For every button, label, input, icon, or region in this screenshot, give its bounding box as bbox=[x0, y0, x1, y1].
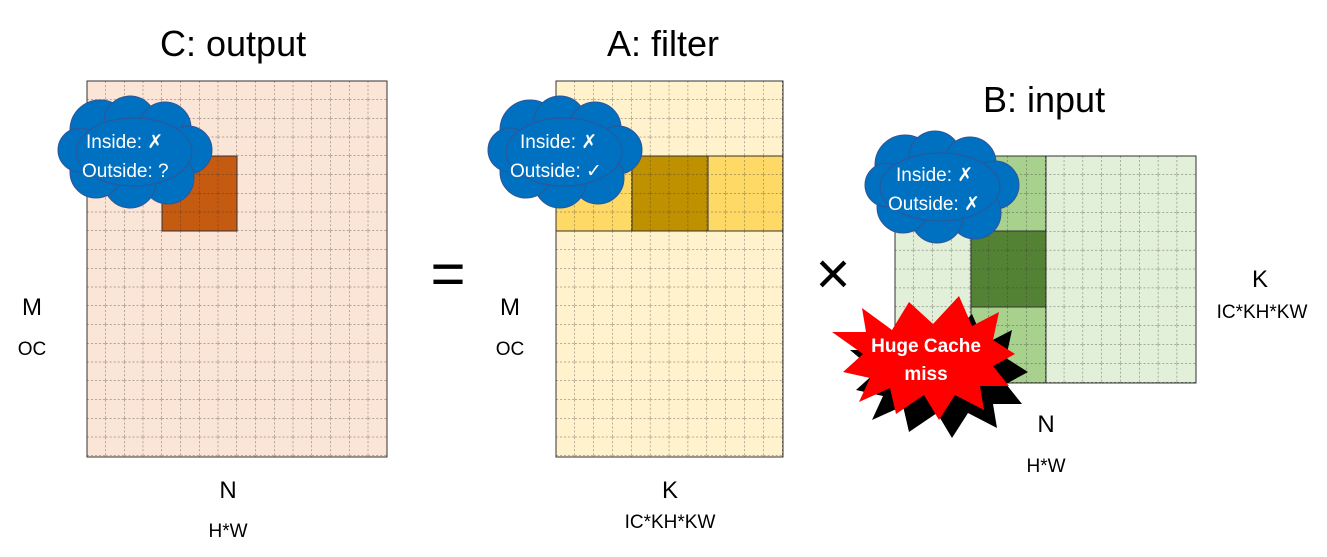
output-matrix-border bbox=[86, 80, 388, 458]
cache-miss-burst: Huge Cache miss bbox=[832, 296, 1028, 438]
filter-cols-label: K bbox=[661, 477, 678, 504]
filter-rows-label: M bbox=[500, 294, 520, 321]
input-rows-sublabel: IC*KH*KW bbox=[1216, 302, 1308, 323]
output-cloud-callout: Inside: ✗ Outside: ? bbox=[57, 95, 213, 209]
filter-cloud-shape bbox=[487, 95, 643, 209]
cache-miss-text-line1: Huge Cache bbox=[871, 336, 981, 357]
filter-cols-sublabel: IC*KH*KW bbox=[624, 512, 716, 533]
filter-cloud-outside-text: Outside: ✓ bbox=[510, 161, 602, 182]
output-rows-label: M bbox=[22, 294, 42, 321]
times-sign: × bbox=[815, 240, 851, 307]
filter-cloud-callout: Inside: ✗ Outside: ✓ bbox=[487, 95, 643, 209]
output-cloud-outside-text: Outside: ? bbox=[82, 161, 169, 182]
filter-rows-sublabel: OC bbox=[495, 339, 525, 360]
input-band-border bbox=[970, 155, 1047, 384]
output-cloud-inside-text: Inside: ✗ bbox=[86, 132, 163, 153]
input-cloud-callout: Inside: ✗ Outside: ✗ bbox=[864, 130, 1020, 244]
equals-sign: = bbox=[430, 240, 466, 307]
output-matrix-title: C: output bbox=[160, 23, 307, 64]
filter-matrix-title: A: filter bbox=[607, 23, 720, 64]
input-cloud-shape bbox=[864, 130, 1020, 244]
output-cols-sublabel: H*W bbox=[208, 521, 248, 542]
input-rows-label: K bbox=[1251, 266, 1268, 293]
input-cloud-outside-text: Outside: ✗ bbox=[888, 194, 980, 215]
input-cols-label: N bbox=[1037, 411, 1055, 438]
output-cloud-shape bbox=[57, 95, 213, 209]
filter-matrix-border bbox=[555, 80, 784, 458]
filter-cloud-inside-text: Inside: ✗ bbox=[520, 132, 597, 153]
input-matrix-title: B: input bbox=[983, 79, 1106, 120]
output-rows-sublabel: OC bbox=[17, 339, 47, 360]
input-cols-sublabel: H*W bbox=[1026, 456, 1066, 477]
output-cols-label: N bbox=[219, 477, 237, 504]
cache-miss-burst-shape bbox=[832, 296, 1015, 420]
input-cloud-inside-text: Inside: ✗ bbox=[896, 165, 973, 186]
cache-miss-text-line2: miss bbox=[904, 364, 947, 385]
